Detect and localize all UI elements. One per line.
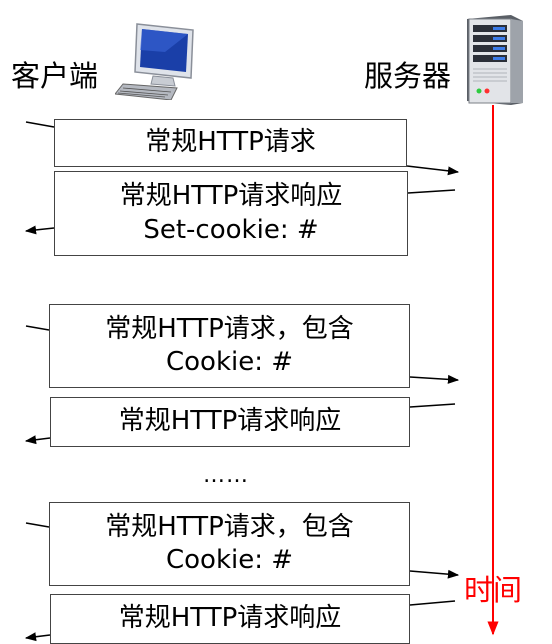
arrow-response-2b [24,435,51,445]
message-line: Set-cookie: # [143,214,319,245]
arrow-request-3b [409,569,460,579]
message-box-3: 常规HTTP请求，包含 Cookie: # [49,304,410,388]
message-line: Cookie: # [165,347,294,377]
arrow-response-2 [409,403,456,408]
arrow-request-3 [25,522,50,528]
arrow-response-3b [24,632,51,642]
server-icon [467,15,523,105]
message-line: 常规HTTP请求，包含 [105,511,354,542]
message-box-1: 常规HTTP请求 [54,119,407,167]
message-line: 常规HTTP请求响应 [119,181,343,212]
message-line: 常规HTTP请求响应 [118,603,342,634]
arrow-response-1b [24,225,55,235]
client-label: 客户端 [11,59,99,93]
message-box-4: 常规HTTP请求响应 [50,397,410,447]
arrow-request-2 [25,325,50,331]
message-box-6: 常规HTTP请求响应 [50,594,410,644]
arrow-request-1b [406,165,460,176]
arrow-request-1 [25,121,55,128]
time-label: 时间 [464,573,523,607]
message-line: 常规HTTP请求响应 [118,406,342,437]
message-line: Cookie: # [165,545,294,575]
message-box-5: 常规HTTP请求，包含 Cookie: # [49,502,410,586]
computer-icon [115,23,194,100]
message-line: 常规HTTP请求 [145,127,316,158]
ellipsis: …… [203,463,249,488]
message-line: 常规HTTP请求，包含 [105,313,354,344]
server-label: 服务器 [364,59,452,93]
message-box-2: 常规HTTP请求响应 Set-cookie: # [54,171,408,256]
arrow-response-1 [407,189,456,194]
arrow-request-2b [409,374,460,384]
arrow-response-3 [409,600,456,606]
